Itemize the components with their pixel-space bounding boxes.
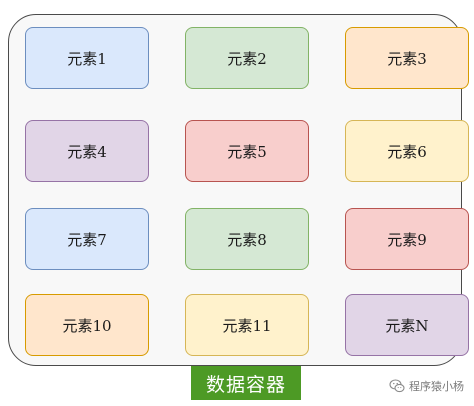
element-9-label: 元素9 (387, 230, 427, 249)
wechat-icon (389, 379, 405, 393)
element-9: 元素9 (345, 208, 469, 270)
container-label-text: 数据容器 (205, 373, 286, 396)
element-n-label: 元素N (385, 316, 429, 335)
element-2-label: 元素2 (227, 49, 267, 68)
element-3-label: 元素3 (387, 49, 427, 68)
data-container: 元素1 元素2 元素3 元素4 元素5 元素6 元素7 元素8 元素9 元素10… (8, 14, 469, 366)
element-4: 元素4 (25, 120, 149, 182)
element-6-label: 元素6 (387, 142, 427, 161)
element-7-label: 元素7 (67, 230, 107, 249)
element-1-label: 元素1 (67, 49, 107, 68)
element-10: 元素10 (25, 294, 149, 356)
element-3: 元素3 (345, 27, 469, 89)
element-8-label: 元素8 (227, 230, 267, 249)
container-label: 数据容器 (191, 366, 301, 400)
element-10-label: 元素10 (62, 316, 112, 335)
element-6: 元素6 (345, 120, 469, 182)
element-2: 元素2 (185, 27, 309, 89)
element-11-label: 元素11 (222, 316, 272, 335)
element-8: 元素8 (185, 208, 309, 270)
element-n: 元素N (345, 294, 469, 356)
element-5-label: 元素5 (227, 142, 267, 161)
element-11: 元素11 (185, 294, 309, 356)
element-7: 元素7 (25, 208, 149, 270)
element-5: 元素5 (185, 120, 309, 182)
watermark-text: 程序猿小杨 (409, 380, 464, 393)
element-1: 元素1 (25, 27, 149, 89)
watermark: 程序猿小杨 (389, 378, 464, 394)
element-4-label: 元素4 (67, 142, 107, 161)
